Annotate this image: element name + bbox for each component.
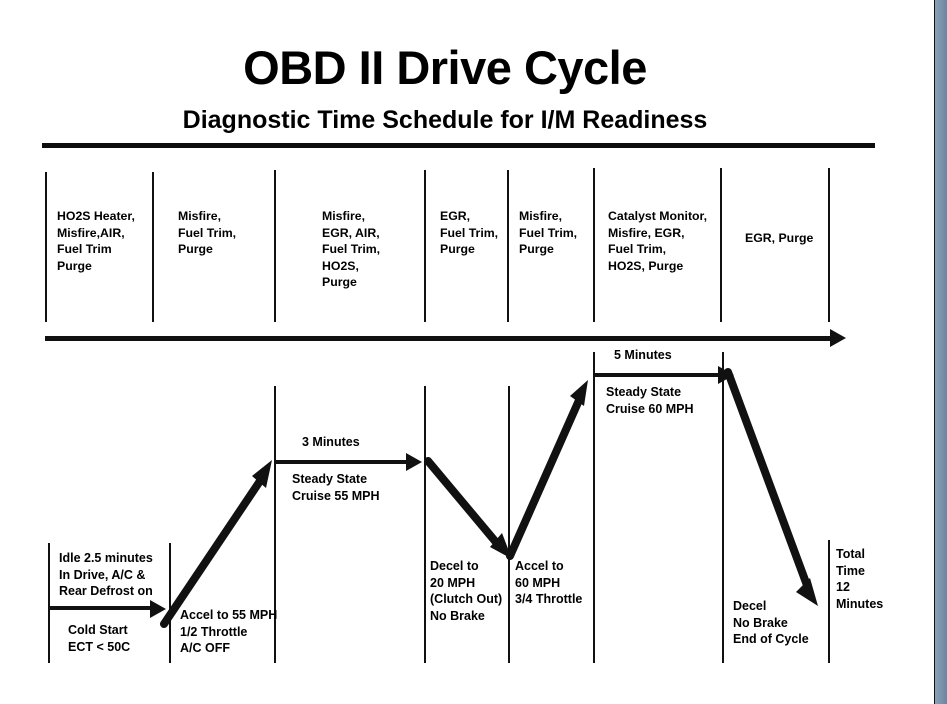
monitor-col-4: EGR, Fuel Trim, Purge (440, 209, 499, 256)
cruise-60-label: Steady State Cruise 60 MPH (606, 385, 694, 416)
cruise-55-arrowhead (406, 453, 422, 471)
decel-end-label: Decel No Brake End of Cycle (733, 599, 809, 646)
monitor-col-1: HO2S Heater, Misfire,AIR, Fuel Trim Purg… (57, 209, 135, 273)
monitor-divider-8 (828, 168, 830, 322)
accel-60-ramp-arrow (506, 380, 588, 560)
page-title: OBD II Drive Cycle (243, 41, 647, 94)
cruise-60-duration: 5 Minutes (614, 348, 672, 362)
monitor-divider-7 (720, 168, 722, 322)
phase-divider-cruise60-start (593, 352, 595, 663)
monitor-divider-4 (424, 170, 426, 322)
timeline-axis (45, 336, 838, 341)
idle-phase-note-above: Idle 2.5 minutes In Drive, A/C & Rear De… (59, 551, 153, 598)
decel-end-ramp-arrow (724, 368, 818, 606)
page-subtitle: Diagnostic Time Schedule for I/M Readine… (182, 106, 708, 134)
phase-divider-idle-start (48, 543, 50, 663)
monitor-col-5: Misfire, Fuel Trim, Purge (519, 209, 578, 256)
phase-divider-cruise60-end (722, 352, 724, 663)
accel-60-label: Accel to 60 MPH 3/4 Throttle (515, 559, 583, 606)
monitor-col-7: EGR, Purge (745, 231, 814, 245)
phase-divider-accel60 (508, 386, 510, 663)
monitor-divider-3 (274, 170, 276, 322)
decel-20-ramp-arrow (424, 457, 512, 559)
monitor-divider-5 (507, 170, 509, 322)
phase-divider-decel20 (424, 386, 426, 663)
monitor-divider-1 (45, 172, 47, 322)
cruise-55-duration: 3 Minutes (302, 435, 360, 449)
monitor-divider-6 (593, 168, 595, 322)
idle-phase-arrow (50, 606, 152, 610)
timeline-axis-arrowhead (830, 329, 846, 347)
phase-divider-total (828, 540, 830, 663)
accel-55-label: Accel to 55 MPH 1/2 Throttle A/C OFF (180, 608, 278, 655)
idle-phase-note-below: Cold Start ECT < 50C (68, 623, 131, 654)
monitor-col-6: Catalyst Monitor, Misfire, EGR, Fuel Tri… (608, 209, 708, 273)
slide-edge-strip (934, 0, 947, 704)
total-time-label: Total Time 12 Minutes (836, 547, 884, 611)
phase-divider-cruise55-start (274, 386, 276, 663)
cruise-55-label: Steady State Cruise 55 MPH (292, 472, 380, 503)
monitor-col-3: Misfire, EGR, AIR, Fuel Trim, HO2S, Purg… (322, 209, 381, 289)
cruise-60-arrow (595, 373, 721, 377)
header-divider-rule (42, 143, 875, 148)
monitor-divider-2 (152, 172, 154, 322)
monitor-col-2: Misfire, Fuel Trim, Purge (178, 209, 237, 256)
idle-phase-arrowhead (150, 600, 166, 618)
decel-20-label: Decel to 20 MPH (Clutch Out) No Brake (430, 559, 503, 623)
phase-divider-idle-end (169, 543, 171, 663)
accel-55-ramp-arrow (160, 460, 272, 628)
cruise-55-arrow (276, 460, 408, 464)
